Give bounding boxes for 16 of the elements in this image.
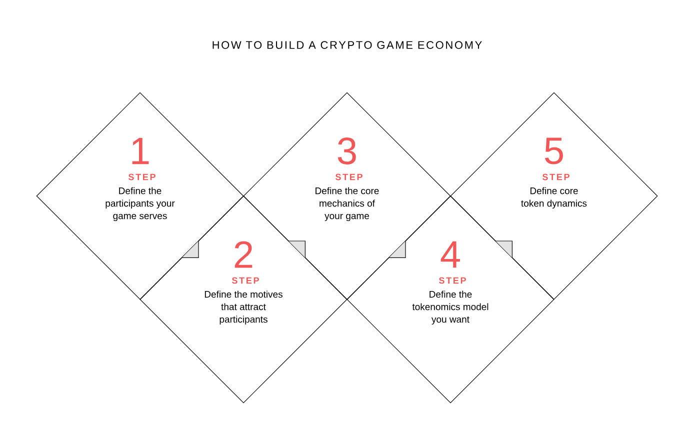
step-label: STEP xyxy=(439,277,466,284)
step-number: 4 xyxy=(440,241,460,268)
step-description: Define the core mechanics of your game xyxy=(316,187,379,222)
step-number: 1 xyxy=(132,138,149,164)
title: HOW TO BUILD A CRYPTO GAME ECONOMY xyxy=(212,41,482,49)
step-description: Define the tokenomics model you want xyxy=(412,290,488,325)
step-description: Define the motives that attract participants xyxy=(204,290,282,325)
step-number: 2 xyxy=(234,241,252,268)
step-number: 3 xyxy=(338,138,356,164)
step-description: Define the participants your game serves xyxy=(106,187,175,222)
step-number: 5 xyxy=(544,138,563,164)
step-label: STEP xyxy=(232,277,259,284)
step-label: STEP xyxy=(128,174,156,180)
step-description: Define core token dynamics xyxy=(521,187,587,209)
step-label: STEP xyxy=(542,174,570,180)
step-label: STEP xyxy=(336,174,362,180)
